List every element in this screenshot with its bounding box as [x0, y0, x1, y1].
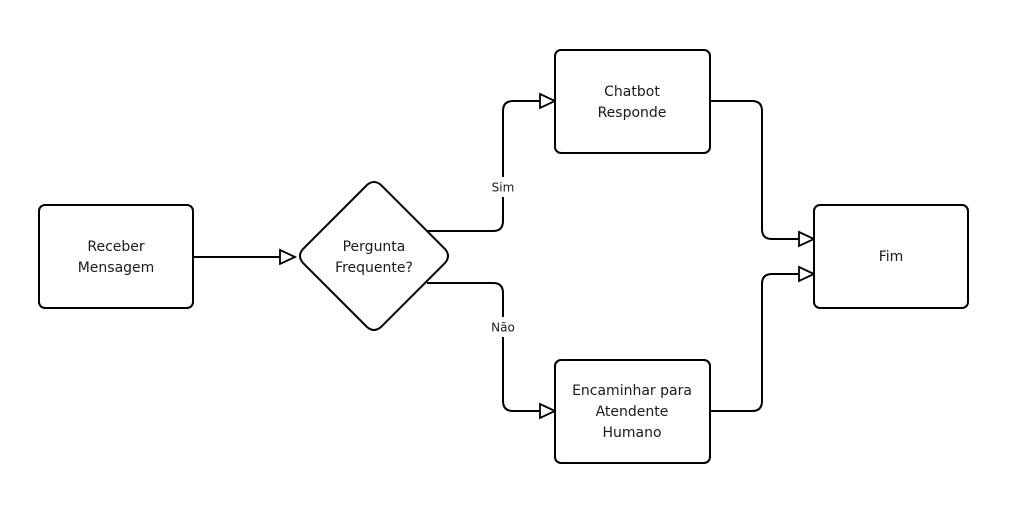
node-encaminhar-atendente[interactable]: Encaminhar para Atendente Humano — [554, 359, 711, 464]
node-chatbot-label-line2: Responde — [598, 105, 667, 121]
edge-decisao-to-chatbot — [427, 92, 558, 232]
arrowhead-icon — [539, 92, 558, 110]
node-receber-mensagem[interactable]: Receber Mensagem — [38, 204, 194, 309]
edge-encaminhar-to-fim — [710, 265, 817, 412]
node-encaminhar-label-line2: Atendente — [596, 404, 669, 420]
node-chatbot-responde[interactable]: Chatbot Responde — [554, 49, 711, 154]
edge-label-nao: Não — [491, 321, 515, 335]
node-decisao-label-line1: Pergunta — [343, 239, 406, 255]
edge-label-nao-group: Não — [487, 317, 519, 337]
edge-receber-to-decisao — [193, 248, 298, 266]
edge-label-sim: Sim — [492, 181, 515, 195]
node-encaminhar-label-line1: Encaminhar para — [572, 383, 692, 399]
node-receber-label-line2: Mensagem — [78, 260, 155, 276]
node-receber-label-line1: Receber — [87, 239, 145, 255]
edge-chatbot-to-fim — [710, 100, 817, 248]
node-fim-label: Fim — [879, 249, 904, 265]
arrowhead-icon — [798, 265, 817, 283]
arrowhead-icon — [539, 402, 558, 420]
node-pergunta-frequente[interactable]: Pergunta Frequente? — [299, 181, 449, 331]
node-chatbot-label-line1: Chatbot — [604, 84, 660, 100]
arrowhead-icon — [798, 230, 817, 248]
node-decisao-label-line2: Frequente? — [335, 260, 413, 276]
edge-decisao-to-encaminhar — [427, 282, 558, 420]
arrowhead-icon — [279, 248, 298, 266]
node-encaminhar-label-line3: Humano — [602, 425, 661, 441]
node-fim[interactable]: Fim — [813, 204, 969, 309]
edge-label-sim-group: Sim — [488, 177, 518, 197]
